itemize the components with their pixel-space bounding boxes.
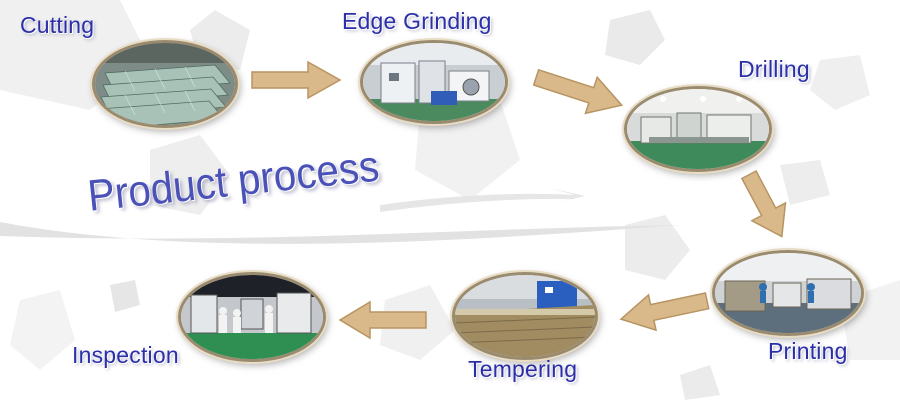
step-label-printing: Printing (768, 338, 848, 364)
photo-cutting (92, 40, 238, 128)
photo-drilling (624, 86, 772, 172)
flow-arrow-icon (619, 292, 710, 332)
step-label-tempering: Tempering (468, 356, 578, 382)
photo-tempering (452, 272, 598, 360)
flow-arrow-icon (251, 60, 342, 100)
step-label-inspection: Inspection (72, 342, 179, 368)
step-label-cutting: Cutting (20, 12, 95, 38)
step-label-edge-grinding: Edge Grinding (342, 8, 492, 34)
photo-printing (712, 250, 864, 336)
step-label-drilling: Drilling (738, 56, 810, 82)
flow-arrow-icon (338, 300, 427, 340)
flow-arrow-icon (532, 68, 624, 115)
photo-edge-grinding (360, 40, 508, 124)
photo-inspection (178, 272, 326, 362)
flow-arrow-icon (740, 169, 787, 238)
